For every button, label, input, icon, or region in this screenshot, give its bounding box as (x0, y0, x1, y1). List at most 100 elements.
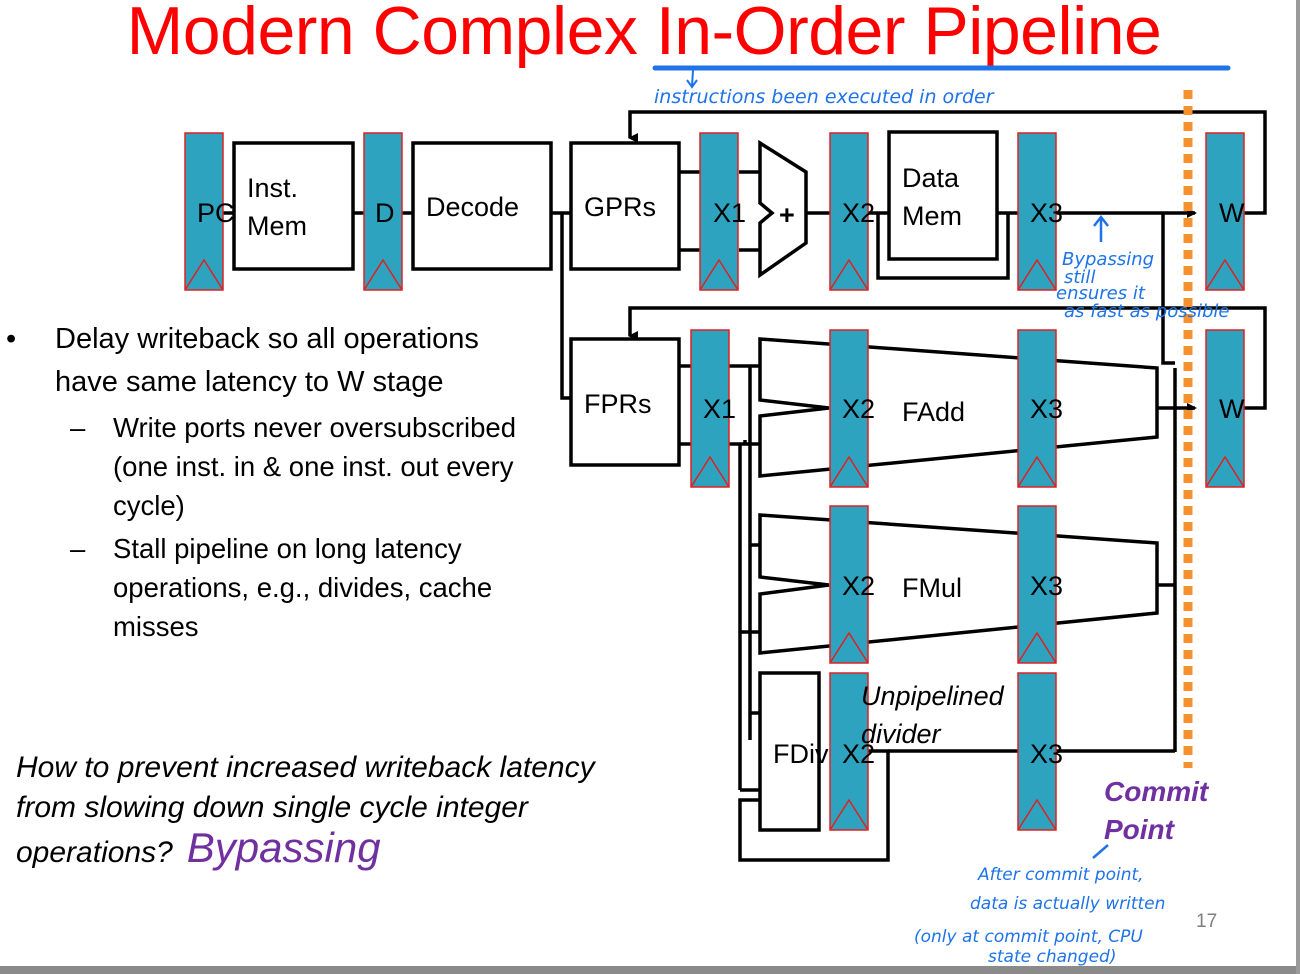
question-block: How to prevent increased writeback laten… (16, 748, 696, 873)
bypass-note-3: ensures it (1056, 283, 1146, 304)
fp-x1-label: X1 (703, 394, 736, 424)
fmul-x3-label: X3 (1030, 571, 1063, 601)
in-order-underline (652, 65, 1231, 89)
adder-block (758, 139, 808, 279)
clock-edge-icon (1205, 455, 1245, 488)
inst-mem-label-2: Mem (247, 211, 307, 241)
int-x1-latch (699, 132, 739, 291)
commit-note-4: state changed) (988, 947, 1116, 967)
sub-bullet-stall: – Stall pipeline on long latency operati… (0, 529, 570, 646)
inst-mem-block (232, 141, 355, 271)
sub-bullet-1-line-2: (one inst. in & one inst. out every (113, 451, 514, 482)
int-x1-label: X1 (713, 198, 746, 228)
sub-bullet-write-ports: – Write ports never oversubscribed (one … (0, 408, 570, 525)
gprs-block (569, 141, 681, 271)
fmul-x3-latch (1017, 505, 1057, 664)
clock-edge-icon (829, 631, 869, 664)
commit-note-pointer (1092, 844, 1109, 859)
fdiv-x3-latch (1017, 672, 1057, 831)
bullet-main-line-2: have same latency to W stage (55, 366, 444, 398)
commit-note-2: data is actually written (970, 894, 1165, 914)
int-x3-latch (1017, 132, 1057, 291)
clock-edge-icon (1017, 258, 1057, 291)
fdiv-label: FDiv (773, 739, 829, 769)
commit-note-3: (only at commit point, CPU (914, 927, 1143, 947)
pc-latch (184, 132, 224, 291)
inst-mem-label-1: Inst. (247, 173, 298, 203)
gprs-label: GPRs (584, 192, 656, 222)
fp-w-latch (1205, 329, 1245, 488)
clock-edge-icon (1205, 258, 1245, 291)
int-w-latch (1205, 132, 1245, 291)
fadd-x3-latch (1017, 329, 1057, 488)
in-order-note: instructions been executed in order (654, 86, 995, 108)
bypass-note-4: as fast as possible (1064, 301, 1229, 322)
fdiv-x3-label: X3 (1030, 739, 1063, 769)
clock-edge-icon (829, 455, 869, 488)
sub-bullet-1-line-1: Write ports never oversubscribed (113, 412, 516, 443)
d-label: D (375, 198, 395, 228)
clock-edge-icon (363, 258, 403, 291)
int-w-label: W (1219, 198, 1245, 228)
page-number: 17 (1196, 911, 1218, 932)
sub-bullet-dash: – (70, 533, 86, 564)
unpipelined-label-2: divider (861, 719, 942, 749)
pc-label: PC (197, 198, 235, 228)
sub-bullet-2-line-1: Stall pipeline on long latency (113, 533, 462, 564)
fp-w-label: W (1219, 394, 1245, 424)
slide-bottom-edge (0, 966, 1300, 974)
pipeline-latches (184, 132, 1245, 831)
clock-edge-icon (829, 258, 869, 291)
fadd-x3-label: X3 (1030, 394, 1063, 424)
fdiv-x2-label: X2 (842, 739, 875, 769)
sub-bullet-dash: – (70, 412, 86, 443)
clock-edge-icon (184, 258, 224, 291)
clock-edge-icon (699, 258, 739, 291)
slide-title-text: Modern Complex In-Order Pipeline (126, 0, 1162, 69)
decode-label: Decode (426, 192, 519, 222)
fmul-label: FMul (902, 573, 962, 603)
fadd-x2-label: X2 (842, 394, 875, 424)
d-latch (363, 132, 403, 291)
sub-bullet-1-line-3: cycle) (113, 490, 185, 521)
bullet-main: • Delay writeback so all operations have… (0, 318, 570, 404)
data-mem-label-2: Mem (902, 201, 962, 231)
data-mem-block (887, 130, 999, 261)
clock-edge-icon (690, 455, 730, 488)
clock-edge-icon (829, 798, 869, 831)
wires (222, 110, 1267, 862)
unpipelined-label-1: Unpipelined (861, 681, 1005, 711)
fp-x1-latch (690, 329, 730, 488)
int-x2-label: X2 (842, 198, 875, 228)
fprs-block (569, 337, 681, 467)
question-line-1: How to prevent increased writeback laten… (16, 751, 595, 784)
fmul-x2-latch (829, 505, 869, 664)
bypass-note-1: Bypassing (1062, 249, 1154, 270)
fdiv-x2-latch (829, 672, 869, 831)
fadd-x2-latch (829, 329, 869, 488)
clock-edge-icon (1017, 455, 1057, 488)
clock-edge-icon (1017, 631, 1057, 664)
fdiv-block (758, 671, 821, 832)
fmul-x2-label: X2 (842, 571, 875, 601)
commit-point-label-1: Commit (1104, 776, 1210, 807)
slide-right-edge (1296, 0, 1300, 974)
int-x2-latch (829, 132, 869, 291)
sub-bullet-2-line-3: misses (113, 611, 199, 642)
question-line-2: from slowing down single cycle integer (16, 791, 528, 824)
bullet-main-line-1: Delay writeback so all operations (55, 323, 479, 355)
bullet-list: • Delay writeback so all operations have… (0, 318, 570, 646)
sub-bullet-2-line-2: operations, e.g., divides, cache (113, 572, 493, 603)
decode-block (411, 141, 553, 271)
answer-text: Bypassing (186, 824, 381, 871)
fprs-label: FPRs (584, 389, 652, 419)
slide-title: Modern Complex In-Order Pipeline (0, 0, 1300, 70)
question-line-3: operations? (16, 836, 173, 869)
commit-point-label-2: Point (1104, 814, 1176, 845)
fadd-label: FAdd (902, 397, 965, 427)
bypass-note-2: still (1064, 267, 1095, 288)
adder-label: + (779, 200, 795, 230)
clock-edge-icon (1017, 798, 1057, 831)
data-mem-label-1: Data (902, 163, 960, 193)
